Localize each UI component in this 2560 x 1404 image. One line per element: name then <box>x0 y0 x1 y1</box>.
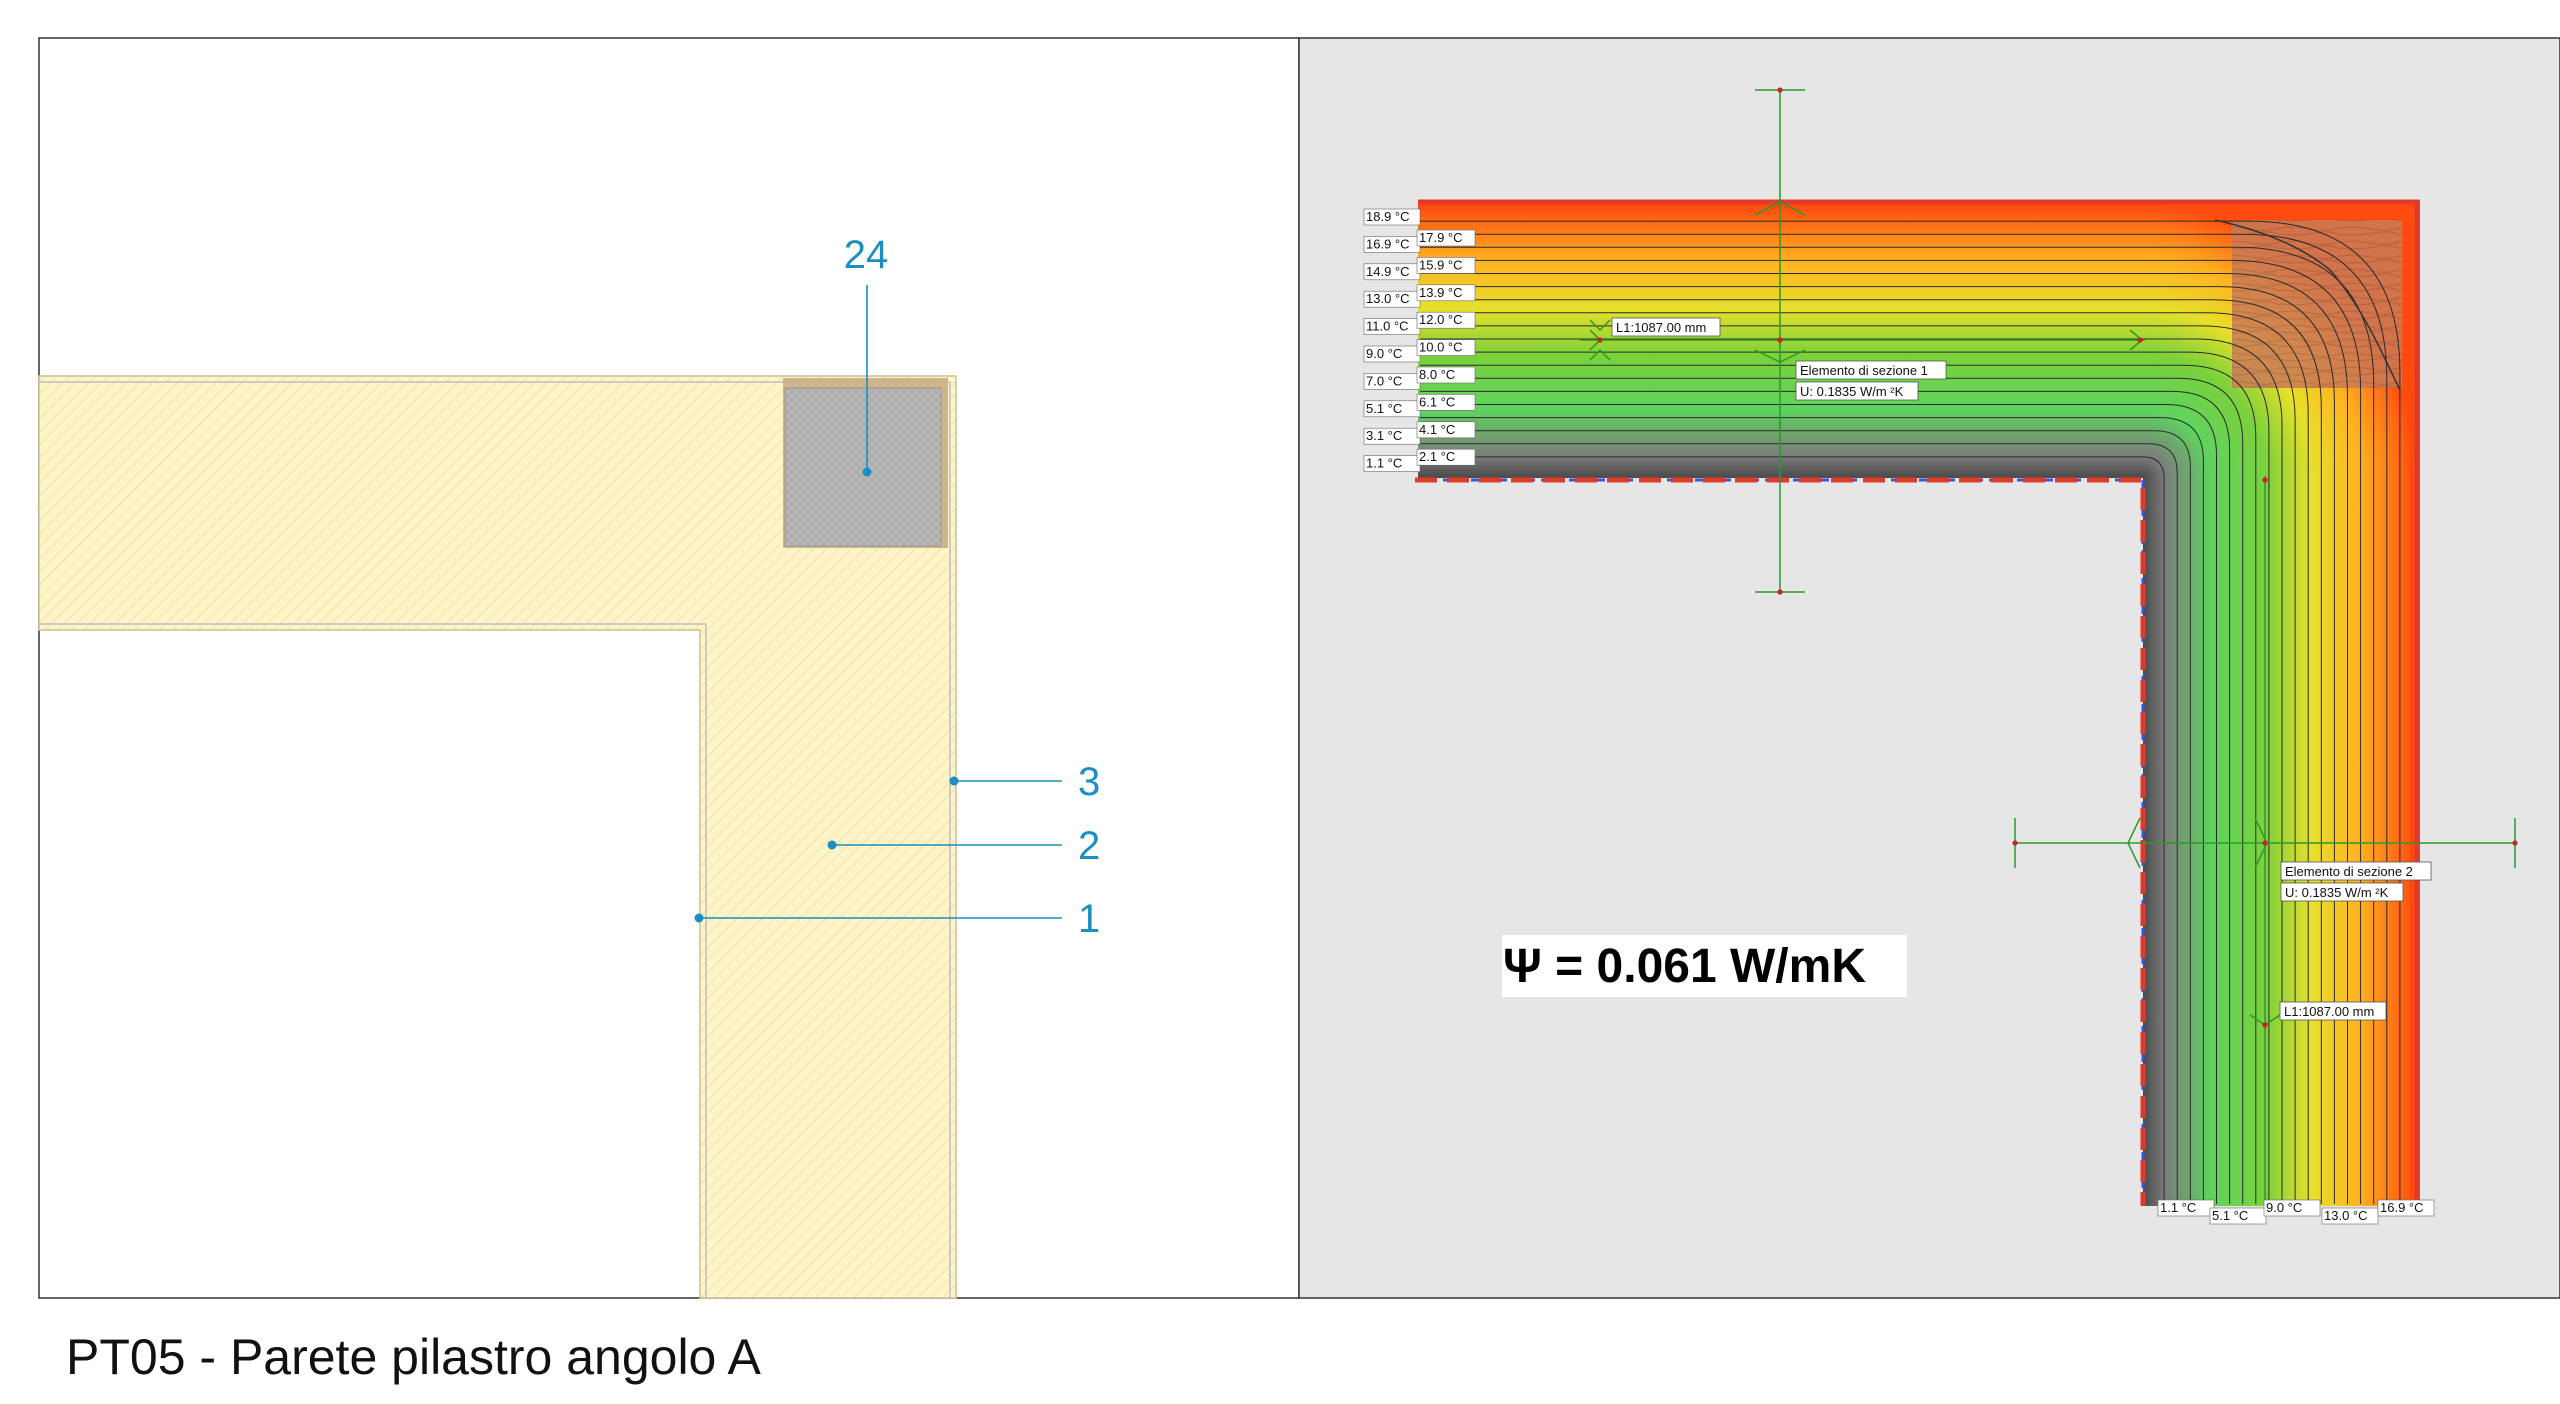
isotherm-label: 13.0 °C <box>1363 290 1421 308</box>
isotherm-label: 1.1 °C <box>2157 1199 2215 1217</box>
isotherm-label: 8.0 °C <box>1416 366 1476 384</box>
section1-length: L1:1087.00 mm <box>1616 320 1706 335</box>
isotherm-label-text: 3.1 °C <box>1366 428 1402 443</box>
isotherm-label-text: 9.0 °C <box>1366 346 1402 361</box>
isotherm-label: 2.1 °C <box>1416 448 1476 466</box>
insulation-wall <box>38 375 957 1299</box>
isotherm-label: 6.1 °C <box>1416 394 1476 411</box>
detail-panel: 24 3 2 1 <box>38 37 1300 1299</box>
callout-label-24: 24 <box>844 233 889 277</box>
isotherm-label: 11.0 °C <box>1363 318 1421 335</box>
isotherm-labels: 18.9 °C 16.9 °C 14.9 °C 13.0 °C 11.0 °C 9.0 °… <box>1363 208 2435 1225</box>
isotherm-label: 13.9 °C <box>1416 284 1476 302</box>
isotherm-label: 1.1 °C <box>1363 455 1421 472</box>
concrete-pillar <box>784 387 942 547</box>
figure-caption: PT05 - Parete pilastro angolo A <box>66 1329 761 1385</box>
isotherm-line <box>1420 377 2244 1204</box>
isotherm-label-text: 16.9 °C <box>1366 236 1410 251</box>
callout-label-3: 3 <box>1078 760 1100 804</box>
isotherm-label: 4.1 °C <box>1416 421 1476 439</box>
isotherm-line <box>1420 312 2309 1204</box>
section1-name: Elemento di sezione 1 <box>1800 363 1928 378</box>
isotherm-label: 12.0 °C <box>1416 311 1476 329</box>
isotherm-label: 9.0 °C <box>2263 1199 2321 1217</box>
inner-finish-line <box>39 623 707 1298</box>
isotherm-line <box>1420 456 2165 1204</box>
isotherm-line <box>1420 273 2348 1204</box>
isotherm-label-text: 10.0 °C <box>1419 340 1463 355</box>
isotherm-label: 16.9 °C <box>1363 236 1421 253</box>
section2-name: Elemento di sezione 2 <box>2285 864 2413 879</box>
isotherm-label-text: 6.1 °C <box>1419 394 1455 409</box>
isotherm-line <box>1420 364 2257 1204</box>
section2-annotation: Elemento di sezione 2 U: 0.1835 W/m ²K L… <box>2279 861 2432 1021</box>
isotherm-label-text: 13.0 °C <box>1366 291 1410 306</box>
outer-finish-line <box>39 381 951 1298</box>
isotherm-line <box>1420 286 2335 1204</box>
isotherm-label-text: 15.9 °C <box>1419 257 1463 272</box>
isotherm-label: 15.9 °C <box>1416 257 1476 274</box>
isotherm-line <box>1420 351 2270 1204</box>
callout-3: 3 <box>949 760 1100 804</box>
section1-u-value: U: 0.1835 W/m ²K <box>1800 384 1904 399</box>
psi-value: Ψ = 0.061 W/mK <box>1503 940 1866 993</box>
callout-24: 24 <box>844 233 889 477</box>
isotherm-label-text: 7.0 °C <box>1366 373 1402 388</box>
detail-frame <box>38 37 1300 1299</box>
callout-label-1: 1 <box>1078 897 1100 941</box>
section2-u-value: U: 0.1835 W/m ²K <box>2285 885 2389 900</box>
temperature-field <box>1418 200 2420 1206</box>
isotherm-label-text: 13.0 °C <box>2324 1208 2368 1223</box>
psi-value-box: Ψ = 0.061 W/mK <box>1502 935 1907 997</box>
isotherm-label-text: 1.1 °C <box>2160 1200 2196 1215</box>
isotherm-line <box>1420 404 2217 1204</box>
interior-boundary <box>1415 477 2146 1206</box>
isotherm-line <box>1420 390 2231 1204</box>
isotherm-label-text: 8.0 °C <box>1419 367 1455 382</box>
isotherm-label-text: 1.1 °C <box>1366 456 1402 471</box>
isotherm-line <box>1420 417 2204 1204</box>
isotherm-label-text: 13.9 °C <box>1419 285 1463 300</box>
isotherm-label-text: 12.0 °C <box>1419 312 1463 327</box>
section2-length: L1:1087.00 mm <box>2284 1004 2374 1019</box>
isotherm-line <box>1420 259 2362 1204</box>
isotherm-label-text: 16.9 °C <box>2380 1200 2424 1215</box>
callout-2: 2 <box>827 824 1100 868</box>
isotherm-label: 5.1 °C <box>2209 1207 2267 1225</box>
isotherm-label: 10.0 °C <box>1416 339 1476 356</box>
isotherm-label: 17.9 °C <box>1416 229 1476 247</box>
isotherm-line <box>1420 325 2296 1204</box>
isotherm-label-text: 14.9 °C <box>1366 264 1410 279</box>
isotherm-label: 18.9 °C <box>1363 208 1421 226</box>
isotherm-line <box>1420 443 2178 1204</box>
isotherm-label-text: 18.9 °C <box>1366 209 1410 224</box>
section1-annotation: L1:1087.00 mm Elemento di sezione 1 U: 0… <box>1611 317 1947 401</box>
isotherm-label: 16.9 °C <box>2377 1199 2435 1217</box>
isotherm-label-text: 17.9 °C <box>1419 230 1463 245</box>
isotherm-label: 13.0 °C <box>2321 1207 2379 1225</box>
isotherm-label: 5.1 °C <box>1363 400 1421 418</box>
isotherm-line <box>1420 299 2322 1204</box>
isotherm-label: 7.0 °C <box>1363 373 1421 390</box>
thermal-panel: L1:1087.00 mm Elemento di sezione 1 U: 0… <box>1298 37 2560 1299</box>
isotherm-label-text: 11.0 °C <box>1366 319 1409 334</box>
callout-1: 1 <box>694 897 1100 941</box>
isotherm-label: 14.9 °C <box>1363 263 1421 281</box>
isotherm-label: 9.0 °C <box>1363 345 1421 363</box>
isotherm-label-text: 9.0 °C <box>2266 1200 2302 1215</box>
isotherm-label-text: 2.1 °C <box>1419 449 1455 464</box>
pillar-isotherm <box>2214 219 2401 391</box>
isotherm-line <box>1420 430 2191 1204</box>
isotherm-line <box>1420 338 2283 1204</box>
isotherm-line <box>1420 220 2401 1204</box>
isotherm-label-text: 5.1 °C <box>1366 401 1402 416</box>
callout-label-2: 2 <box>1078 824 1100 868</box>
isotherm-label-text: 5.1 °C <box>2212 1208 2248 1223</box>
isotherm-label-text: 4.1 °C <box>1419 422 1455 437</box>
isotherm-label: 3.1 °C <box>1363 427 1421 445</box>
